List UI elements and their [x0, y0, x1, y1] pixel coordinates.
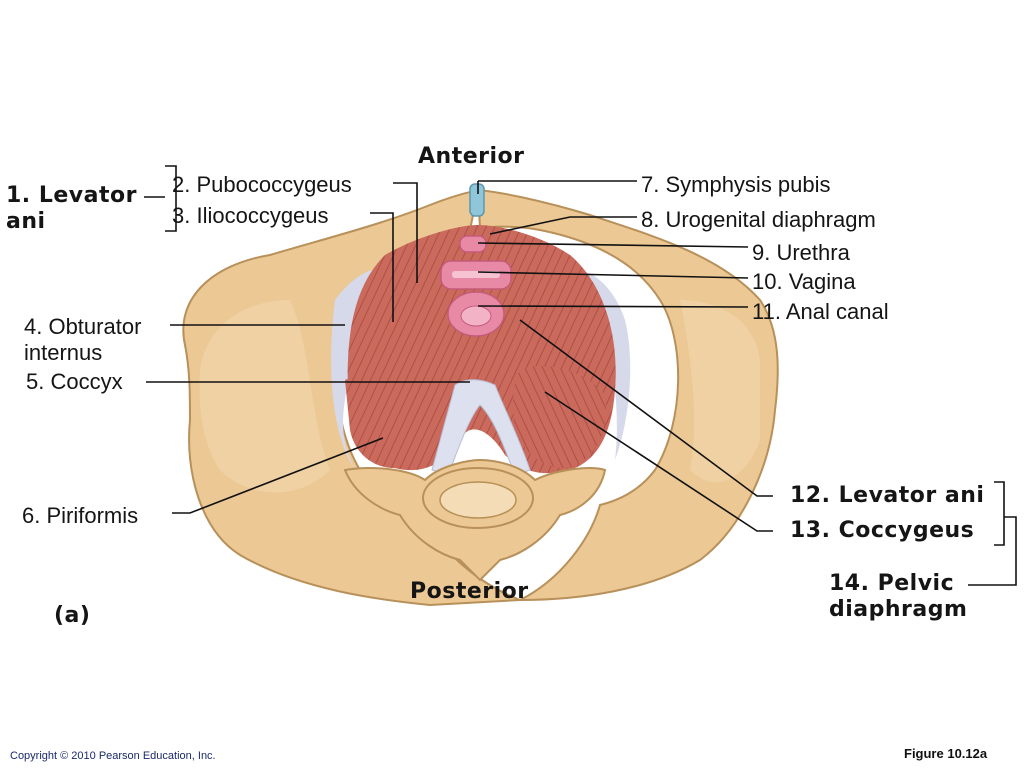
label-urethra: 9. Urethra — [752, 240, 850, 265]
label-levator-ani: 1. Levator ani — [6, 183, 137, 234]
anal-canal-inner — [460, 305, 492, 327]
right-iliac-wing — [680, 300, 760, 483]
right-obturator-fascia — [575, 270, 631, 460]
right-hip-bone — [476, 188, 779, 601]
symphysis-pubis — [469, 183, 485, 217]
label-anal-canal: 11. Anal canal — [752, 299, 889, 324]
label-symphysis-pubis: 7. Symphysis pubis — [641, 172, 831, 197]
left-obturator-fascia — [331, 269, 385, 470]
label-iliococcygeus: 3. Iliococcygeus — [172, 203, 329, 228]
anterior-label: Anterior — [418, 144, 525, 169]
coccyx-bone — [431, 379, 531, 476]
panel-label: (a) — [54, 603, 91, 628]
label-piriformis: 6. Piriformis — [22, 503, 139, 528]
label-obturator-internus: 4. Obturator internus — [24, 314, 142, 365]
label-coccygeus: 13. Coccygeus — [790, 518, 975, 543]
label-pubococcygeus: 2. Pubococcygeus — [172, 172, 352, 197]
copyright-notice: Copyright © 2010 Pearson Education, Inc. — [10, 750, 216, 762]
label-levator-ani-right: 12. Levator ani — [790, 483, 985, 508]
figure-number: Figure 10.12a — [904, 746, 988, 761]
label-urogenital-diaphragm: 8. Urogenital diaphragm — [641, 207, 876, 232]
urethra-opening — [459, 235, 487, 253]
posterior-label: Posterior — [410, 579, 529, 604]
coccygeus-muscle-right — [513, 366, 606, 469]
label-coccyx: 5. Coccyx — [26, 369, 123, 394]
left-iliac-wing — [199, 300, 330, 493]
leader-lines — [144, 165, 1017, 586]
sacral-canal-inner — [439, 481, 517, 519]
label-vagina: 10. Vagina — [752, 269, 856, 294]
label-pelvic-diaphragm: 14. Pelvic diaphragm — [829, 571, 968, 622]
